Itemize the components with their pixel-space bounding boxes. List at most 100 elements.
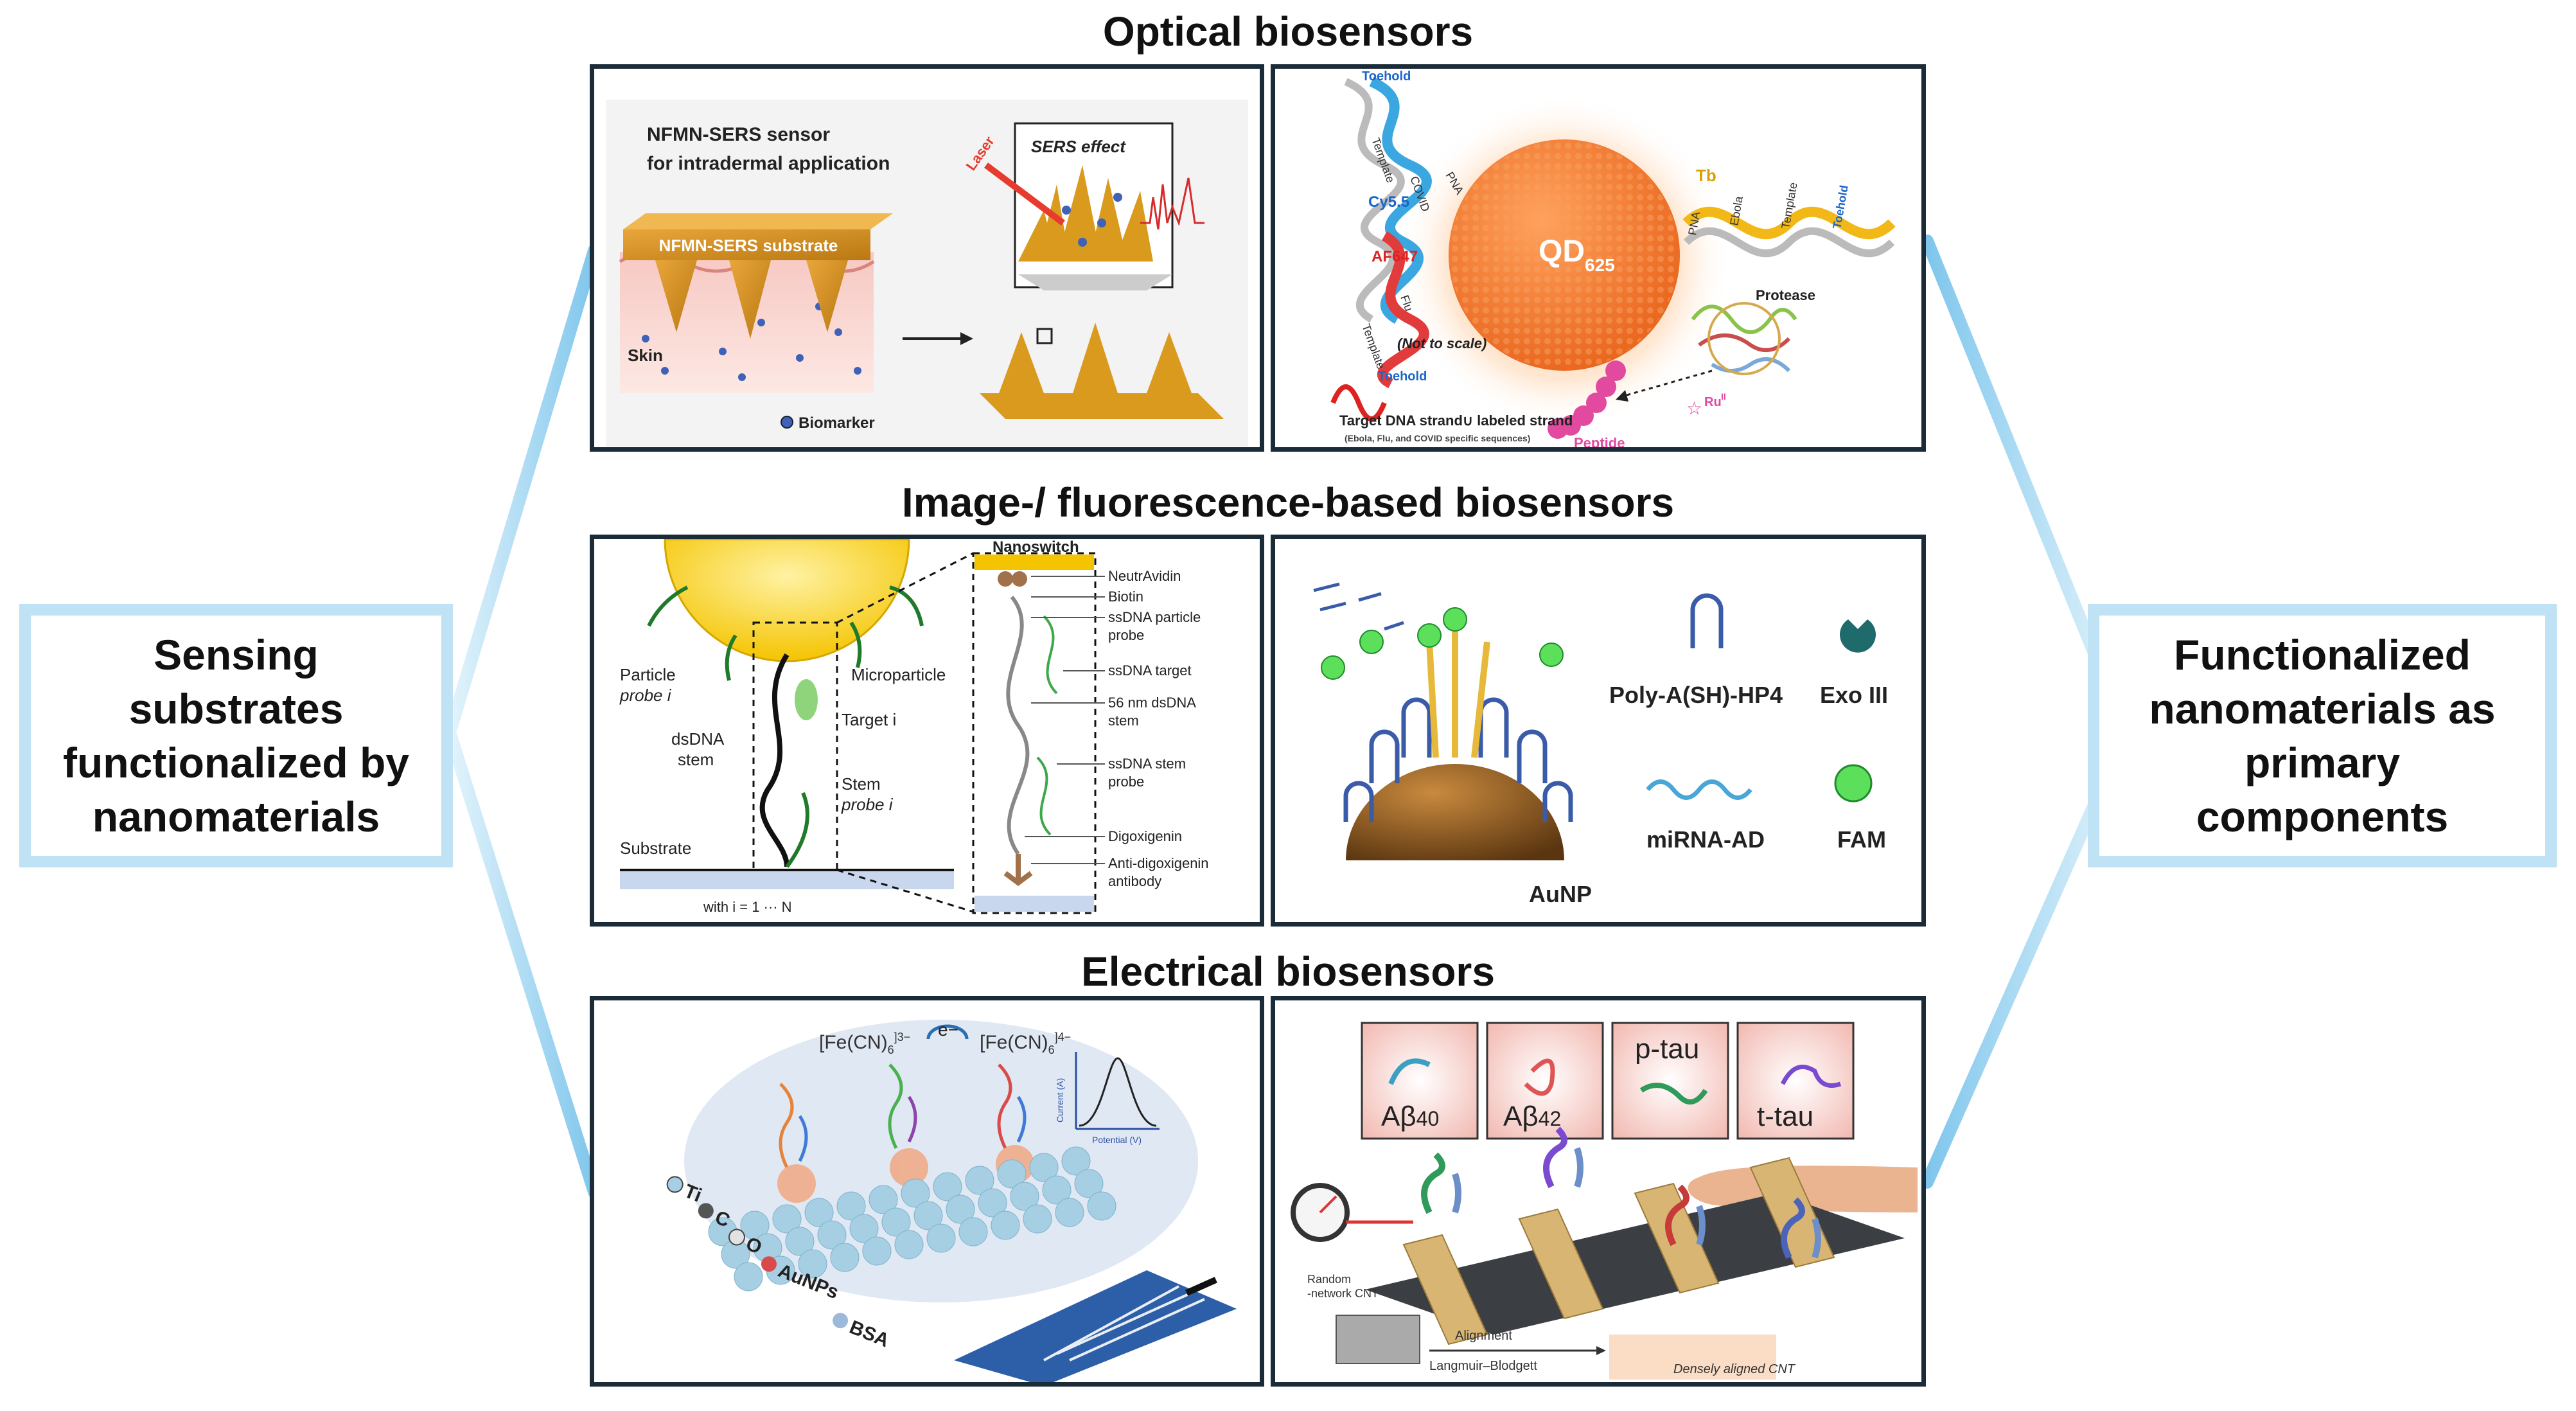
left-concept-text: Sensing substrates functionalized by nan… <box>62 631 410 840</box>
antibody-label: antibody <box>1108 873 1161 889</box>
section-title-optical: Optical biosensors <box>1102 8 1474 55</box>
ab42-label: Aβ42 <box>1503 1101 1561 1132</box>
ssdna-stem-label: ssDNA stem <box>1108 756 1186 772</box>
right-concept-text: Functionalized nanomaterials as primary … <box>2149 631 2496 840</box>
sers-title-1: NFMN-SERS sensor <box>647 124 830 145</box>
target-dna-icon <box>1330 384 1387 422</box>
platform-needles <box>999 323 1192 393</box>
toehold-label-1: Toehold <box>1362 69 1411 84</box>
microparticle-label: Microparticle <box>851 665 946 684</box>
electrodes <box>1402 1157 1835 1345</box>
anti-dig-antibody <box>1003 854 1033 886</box>
ssdna-stem-strand <box>1036 756 1052 836</box>
electrochemical-figure: [Fe(CN)6]3− e− [Fe(CN)6]4− Current (A) P… <box>666 1020 1237 1382</box>
stem-label: stem <box>678 750 714 769</box>
tb-label: Tb <box>1696 166 1716 185</box>
microneedles <box>655 260 848 339</box>
biomarker-label: Biomarker <box>798 414 875 432</box>
dense-cnt-inset <box>1609 1335 1776 1380</box>
substrate-top <box>623 213 893 229</box>
template-label-2: Template <box>1359 323 1388 371</box>
duplex-strands <box>1426 629 1490 758</box>
protease-label: Protease <box>1756 287 1815 303</box>
aptamer-probes <box>779 1063 1027 1169</box>
ptau-molecule <box>1639 1083 1708 1105</box>
protease-arrow <box>1621 369 1713 398</box>
neutravidin-label: NeutrAvidin <box>1108 568 1181 584</box>
zoom-marker <box>1036 328 1053 344</box>
gold-nanoparticle <box>1346 764 1564 860</box>
ssdna-target-label: ssDNA target <box>1108 662 1192 679</box>
panel-aunp: AuNP Poly-A(SH)-HP4 Exo III miRNA-AD FAM <box>1271 535 1926 927</box>
polya-label: Poly-A(SH)-HP4 <box>1609 682 1783 708</box>
free-fragments <box>1313 582 1404 631</box>
af647-label: AF647 <box>1372 248 1418 265</box>
qd-subscript: 625 <box>1585 255 1615 275</box>
peptide-chain <box>1548 360 1626 439</box>
particle-probes <box>647 585 924 681</box>
skin-label: Skin <box>628 346 663 365</box>
nanoswitch-box <box>972 552 1097 914</box>
not-to-scale-label: (Not to scale) <box>1397 335 1486 351</box>
probe-2-label: probe <box>1108 774 1144 790</box>
laser-beam <box>984 163 1065 226</box>
current-label: Current (A) <box>1055 1078 1065 1123</box>
dsdna-stem <box>759 653 790 867</box>
particle-probe-label: Particle <box>620 665 676 684</box>
ab40-molecule <box>1388 1058 1431 1085</box>
random-label-1: Random <box>1307 1273 1351 1286</box>
sers-effect-label: SERS effect <box>1031 137 1126 156</box>
aunp-figure: AuNP Poly-A(SH)-HP4 Exo III miRNA-AD FAM <box>1313 582 1888 907</box>
nanoswitch-figure: Particle probe i Microparticle Target i … <box>619 539 1209 915</box>
nfmn-substrate <box>623 229 870 260</box>
dense-label: Densely aligned CNT <box>1673 1362 1796 1376</box>
panel-cnt-sensor: Aβ40 Aβ42 p-tau t-tau Random <box>1271 996 1926 1387</box>
panel-quantum-dot: QD 625 Toehold Template COVID PNA Cy5.5 … <box>1271 64 1926 452</box>
toehold-label-2: Toehold <box>1378 369 1427 384</box>
anti-dig-label: Anti-digoxigenin <box>1108 855 1209 871</box>
nfmn-sers-figure: NFMN-SERS sensor for intradermal applica… <box>606 100 1248 447</box>
cnt-channel <box>1365 1193 1905 1335</box>
dna-helix <box>1006 596 1030 855</box>
fe4-label: [Fe(CN)6]4− <box>980 1031 1071 1056</box>
cy55-label: Cy5.5 <box>1368 193 1409 211</box>
electron-label: e− <box>938 1020 958 1040</box>
fe3-label: [Fe(CN)6]3− <box>819 1031 910 1056</box>
substrate-label: Substrate <box>620 839 691 858</box>
exo-iii-icon <box>1840 619 1876 653</box>
alignment-label: Alignment <box>1455 1329 1512 1343</box>
electron-transfer-arrow <box>926 1024 969 1040</box>
target-dna-label: Target DNA strand∪ labeled strand <box>1339 413 1573 429</box>
right-concept-box: Functionalized nanomaterials as primary … <box>2088 604 2557 867</box>
stem-probe-label: Stem <box>842 774 881 794</box>
ssdna-particle-label: ssDNA particle <box>1108 609 1201 625</box>
ru-star: ☆ <box>1686 398 1702 418</box>
neutravidin-icons <box>998 571 1027 587</box>
covid-strand <box>1369 76 1432 324</box>
left-concept-box: Sensing substrates functionalized by nan… <box>19 604 453 867</box>
left-connectors <box>443 244 601 1198</box>
panel-nanoswitch: Particle probe i Microparticle Target i … <box>590 535 1264 927</box>
ab42-molecule <box>1524 1058 1555 1096</box>
mirna-label: miRNA-AD <box>1646 826 1765 853</box>
zoom-base <box>1018 274 1172 290</box>
background-ellipse <box>684 1020 1198 1302</box>
dsdna-label: dsDNA <box>671 729 725 749</box>
fam-label: FAM <box>1837 826 1886 853</box>
protease-structure <box>1691 302 1797 375</box>
fam-dyes <box>1321 607 1564 680</box>
biomarker-icon <box>781 416 793 429</box>
probe-label: probe <box>1108 627 1144 643</box>
ttau-molecule <box>1780 1064 1842 1088</box>
flu-strand <box>1377 231 1429 389</box>
ttau-label: t-tau <box>1757 1101 1813 1132</box>
potential-label: Potential (V) <box>1092 1135 1142 1145</box>
sers-title-2: for intradermal application <box>647 153 890 174</box>
nanoswitch-label: Nanoswitch <box>992 539 1079 556</box>
target-dna-sub: (Ebola, Flu, and COVID specific sequence… <box>1345 433 1530 443</box>
random-cnt-inset <box>1336 1315 1420 1364</box>
biomarker-tiles <box>1361 1022 1855 1140</box>
ptau-label: p-tau <box>1635 1033 1699 1065</box>
ru-label: Ru <box>1704 395 1722 409</box>
raman-spectrum <box>1140 177 1204 230</box>
